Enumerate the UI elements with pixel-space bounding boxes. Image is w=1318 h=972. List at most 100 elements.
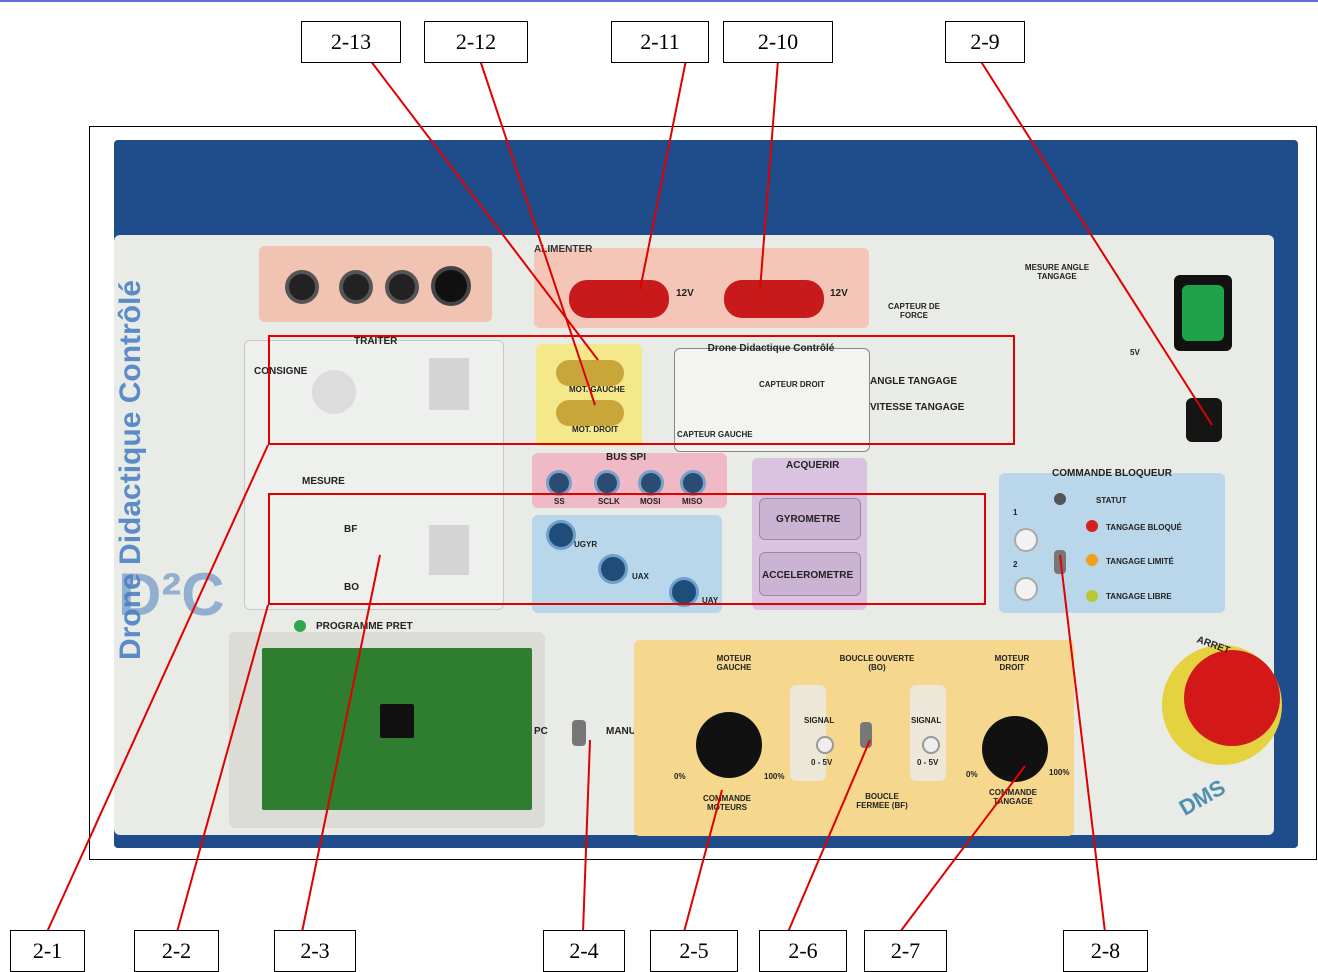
bf-label: BF	[344, 524, 358, 535]
jack	[339, 270, 373, 304]
bloqueur-connector	[1186, 398, 1222, 442]
power-switch-housing	[1174, 275, 1232, 351]
mot-gauche-label: MOT. GAUCHE	[569, 385, 625, 394]
power-terminal-block	[259, 246, 492, 322]
led-limite	[1086, 554, 1098, 566]
signal-right-label: SIGNAL	[911, 716, 942, 725]
tangage-limite-label: TANGAGE LIMITÉ	[1106, 557, 1174, 566]
pct-100-left: 100%	[764, 772, 785, 781]
statut-label: STATUT	[1096, 496, 1127, 505]
uay-label: UAY	[702, 596, 719, 605]
moteur-droit-label: MOTEUR DROIT	[994, 654, 1030, 672]
ss-label: SS	[554, 497, 565, 506]
microcontroller-chip	[380, 704, 414, 738]
mosi-label: MOSI	[640, 497, 661, 506]
position-1-jack[interactable]	[1014, 528, 1038, 552]
mesure-label: MESURE	[302, 476, 345, 487]
capteur-droit-label: CAPTEUR DROIT	[759, 380, 825, 389]
pct-0-left: 0%	[674, 772, 686, 781]
mesure-angle-label: MESURE ANGLE TANGAGE	[1024, 263, 1090, 281]
angle-tangage-label: ANGLE TANGAGE	[870, 376, 958, 387]
uax-jack[interactable]	[598, 554, 628, 584]
callout-2-3: 2-3	[274, 930, 356, 972]
pc-label: PC	[534, 726, 548, 737]
callout-2-5: 2-5	[650, 930, 738, 972]
brand-mark: D²C	[118, 561, 225, 628]
pct-0-right: 0%	[966, 770, 978, 779]
tangage-bloque-label: TANGAGE BLOQUÉ	[1106, 523, 1182, 532]
accelerometre-box	[759, 552, 861, 596]
bloqueur-toggle[interactable]	[1054, 550, 1066, 574]
jack	[285, 270, 319, 304]
callout-2-8: 2-8	[1063, 930, 1148, 972]
top-rule	[0, 0, 1318, 2]
voltage-label-left: 12V	[676, 288, 694, 299]
red-plug-right	[724, 280, 824, 318]
callout-2-2: 2-2	[134, 930, 219, 972]
position-2-jack[interactable]	[1014, 577, 1038, 601]
commande-tangage-label: COMMANDE TANGAGE	[989, 788, 1037, 806]
callout-2-13: 2-13	[301, 21, 401, 63]
emergency-stop-button[interactable]	[1184, 650, 1280, 746]
consigne-label: CONSIGNE	[254, 366, 308, 377]
boucle-toggle[interactable]	[860, 722, 872, 748]
highlight-box-upper	[268, 335, 1015, 445]
commande-moteurs-knob[interactable]	[696, 712, 762, 778]
sclk-label: SCLK	[598, 497, 620, 506]
led-libre	[1086, 590, 1098, 602]
pc-manu-toggle[interactable]	[572, 720, 586, 746]
signal-left-jack[interactable]	[816, 736, 834, 754]
ugyr-label: UGYR	[574, 540, 598, 549]
commande-tangage-knob[interactable]	[982, 716, 1048, 782]
callout-2-6: 2-6	[759, 930, 847, 972]
pct-100-right: 100%	[1049, 768, 1070, 777]
signal-left-label: SIGNAL	[804, 716, 835, 725]
uax-label: UAX	[632, 572, 649, 581]
vitesse-tangage-label: VITESSE TANGAGE	[870, 402, 965, 413]
gyrometre-box	[759, 498, 861, 540]
red-plug-left	[569, 280, 669, 318]
power-switch[interactable]	[1182, 285, 1224, 341]
callout-2-7: 2-7	[864, 930, 947, 972]
boucle-ouverte-label: BOUCLE OUVERTE (BO)	[839, 654, 915, 672]
callout-2-1: 2-1	[10, 930, 85, 972]
signal-right-jack[interactable]	[922, 736, 940, 754]
controller-block	[429, 358, 469, 410]
commande-bloqueur-label: COMMANDE BLOQUEUR	[1052, 468, 1172, 479]
summing-node	[312, 370, 356, 414]
alimenter-label: ALIMENTER	[534, 244, 593, 255]
led-bloque	[1086, 520, 1098, 532]
drone-block	[674, 348, 870, 452]
uay-jack[interactable]	[669, 577, 699, 607]
callout-2-11: 2-11	[611, 21, 709, 63]
callout-2-4: 2-4	[543, 930, 625, 972]
jack	[385, 270, 419, 304]
bus-spi-label: BUS SPI	[606, 452, 647, 463]
manu-label: MANU	[606, 726, 636, 737]
mot-droit-label: MOT. DROIT	[572, 425, 619, 434]
miso-label: MISO	[682, 497, 703, 506]
range-right-label: 0 - 5V	[917, 758, 939, 767]
signal-right-zone	[910, 685, 946, 781]
callout-2-12: 2-12	[424, 21, 528, 63]
acquerir-label: ACQUERIR	[786, 460, 840, 471]
statut-led	[1054, 493, 1066, 505]
position-2-label: 2	[1013, 560, 1018, 569]
5v-label: 5V	[1130, 348, 1140, 357]
position-1-label: 1	[1013, 508, 1018, 517]
moteur-gauche-label: MOTEUR GAUCHE	[716, 654, 752, 672]
pcb-board	[262, 648, 532, 810]
callout-2-10: 2-10	[723, 21, 833, 63]
drone-title: Drone Didactique Contrôlé	[707, 343, 835, 354]
jack	[431, 266, 471, 306]
callout-2-9: 2-9	[945, 21, 1025, 63]
ugyr-jack[interactable]	[546, 520, 576, 550]
capteur-force-label: CAPTEUR DE FORCE	[887, 302, 940, 320]
loop-block	[429, 525, 469, 575]
capteur-gauche-label: CAPTEUR GAUCHE	[677, 430, 753, 439]
tangage-libre-label: TANGAGE LIBRE	[1106, 592, 1172, 601]
commande-moteurs-label: COMMANDE MOTEURS	[703, 794, 751, 812]
range-left-label: 0 - 5V	[811, 758, 833, 767]
gyrometre-label: GYROMETRE	[776, 514, 841, 525]
boucle-fermee-label: BOUCLE FERMEE (BF)	[856, 792, 908, 810]
